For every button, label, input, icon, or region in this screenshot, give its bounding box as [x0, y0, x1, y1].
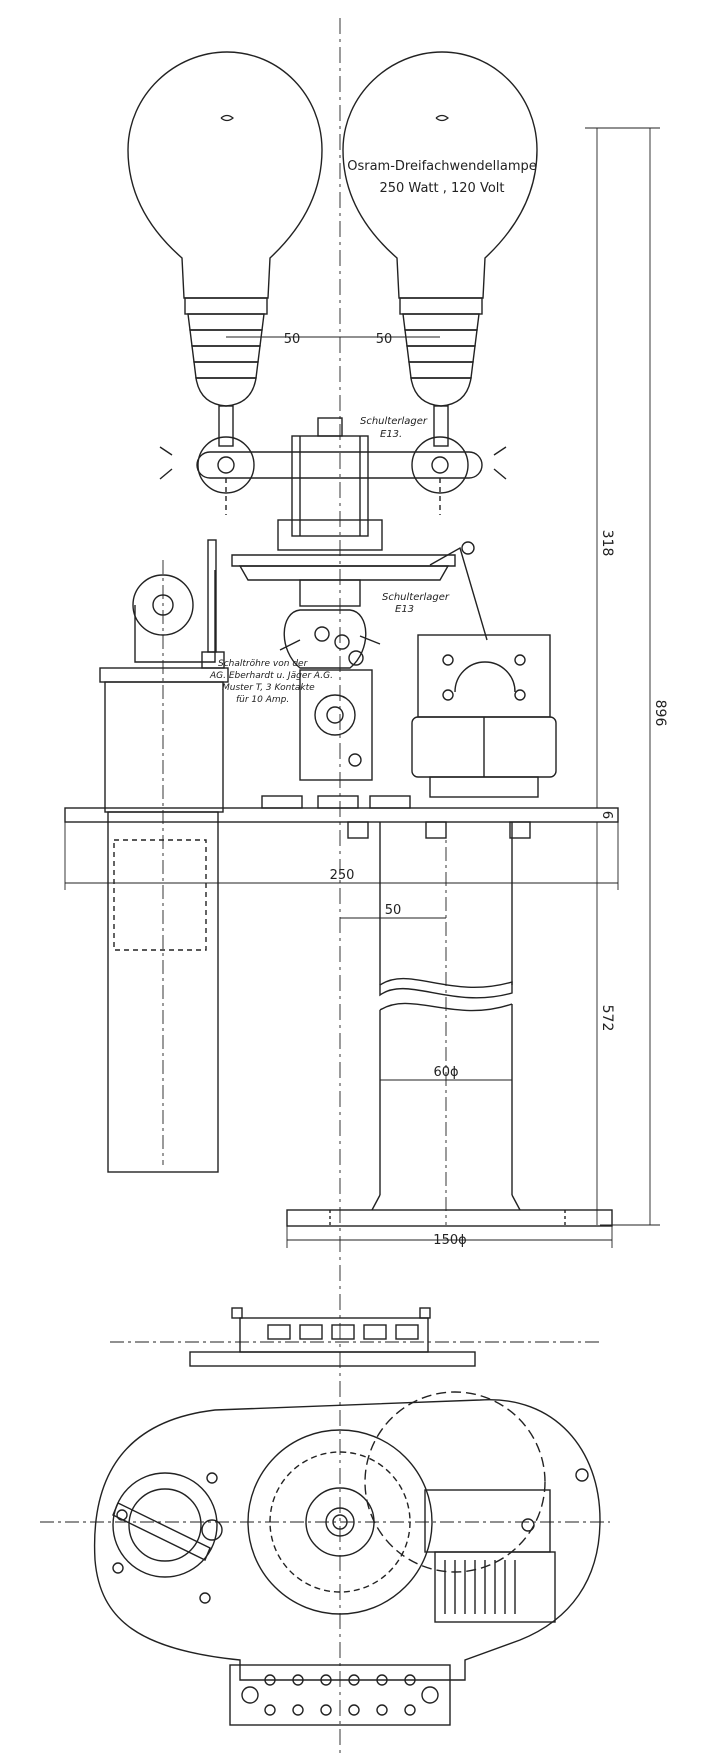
bearing-top-label-2: E13. — [380, 429, 402, 440]
switch-note-line3: Muster T, 3 Kontakte — [222, 683, 315, 693]
central-shaft — [231, 417, 456, 607]
right-filament — [435, 114, 449, 122]
dim-lamp-spacing-right: 50 — [376, 332, 393, 347]
plan-terminal-strip-top — [110, 1307, 600, 1367]
switch-tube-note: Schaltröhre von der AG. Eberhardt u. Jäg… — [209, 659, 333, 705]
transformer — [411, 541, 557, 798]
right-lamp — [342, 51, 538, 447]
lamp-crossbar — [159, 436, 507, 515]
dim-plate-width: 250 — [330, 868, 355, 883]
bearing-mid-label-2: E13 — [395, 604, 414, 615]
lamp-note: Osram-Dreifachwendellampe 250 Watt , 120… — [347, 159, 537, 196]
switch-note-line2: AG. Eberhardt u. Jäger A.G. — [209, 671, 333, 681]
plan-terminal-strip-bottom — [229, 1664, 451, 1726]
dim-base-diameter: 150ϕ — [433, 1233, 466, 1248]
dim-total-height: 896 — [652, 700, 668, 727]
dim-lower-height: 572 — [599, 1005, 615, 1032]
dim-upper-height: 318 — [599, 530, 615, 557]
left-lamp — [127, 51, 323, 447]
plan-housing — [40, 1391, 610, 1681]
left-filament — [220, 114, 234, 122]
switch-note-line4: für 10 Amp. — [236, 695, 289, 705]
column — [371, 822, 521, 1225]
switch-tube-assembly — [99, 539, 229, 1173]
dim-plate-thickness: 6 — [599, 811, 614, 819]
switch-note-line1: Schaltröhre von der — [218, 659, 309, 669]
dim-lamp-spacing-left: 50 — [284, 332, 301, 347]
lamp-note-line1: Osram-Dreifachwendellampe — [347, 159, 537, 174]
lamp-note-line2: 250 Watt , 120 Volt — [379, 181, 504, 196]
switch-mechanism — [279, 609, 381, 781]
foot-plate — [286, 1209, 613, 1227]
base-plate — [64, 795, 619, 839]
dim-column-diameter: 60ϕ — [433, 1065, 458, 1080]
bearing-top-label-1: Schulterlager — [360, 416, 428, 427]
bearing-mid-label-1: Schulterlager — [382, 592, 450, 603]
dim-column-offset: 50 — [385, 903, 402, 918]
